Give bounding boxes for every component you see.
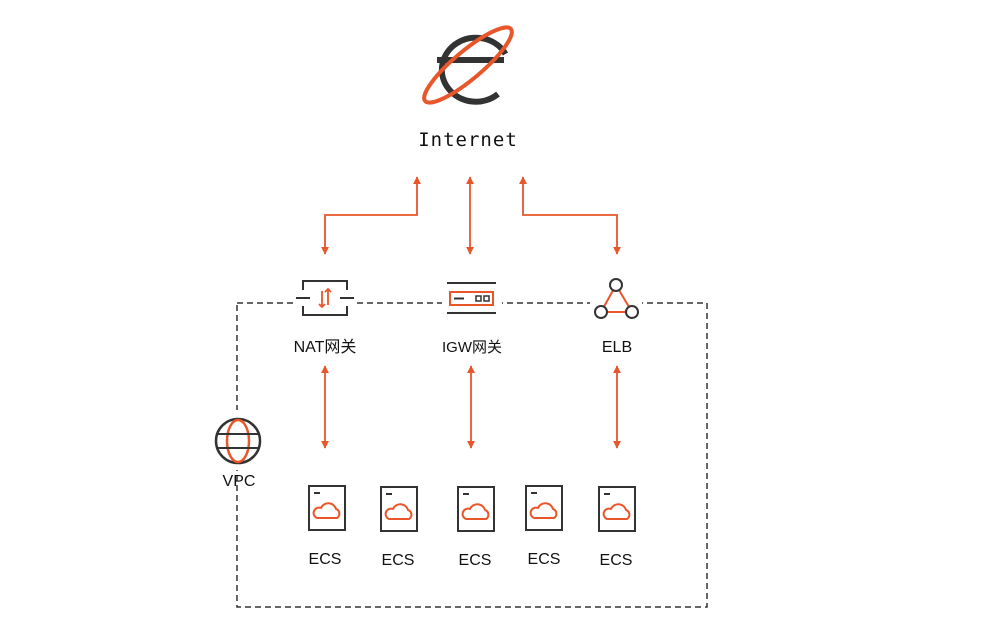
igw-gateway-label: IGW网关 bbox=[442, 339, 502, 356]
vpc-label: VPC bbox=[222, 473, 256, 490]
connector-internet-elb bbox=[519, 176, 621, 255]
vpc-boundary bbox=[236, 302, 708, 608]
server-cloud-icon bbox=[380, 486, 418, 532]
ecs-label: ECS bbox=[527, 551, 561, 568]
elb-label: ELB bbox=[601, 339, 633, 356]
server-cloud-icon bbox=[457, 486, 495, 532]
connector-internet-nat bbox=[321, 176, 421, 255]
internet-label: Internet bbox=[418, 129, 518, 151]
igw-gateway-icon bbox=[447, 282, 496, 314]
server-cloud-icon bbox=[525, 485, 563, 531]
globe-icon bbox=[214, 417, 262, 465]
ecs-icon-group bbox=[308, 485, 636, 532]
ecs-label: ECS bbox=[458, 552, 492, 569]
internet-explorer-e-icon bbox=[422, 25, 514, 105]
load-balancer-icon bbox=[594, 278, 639, 319]
nat-gateway-label: NAT网关 bbox=[293, 339, 357, 356]
ecs-label: ECS bbox=[308, 551, 342, 568]
nat-gateway-icon bbox=[296, 280, 354, 316]
ecs-label: ECS bbox=[381, 552, 415, 569]
ecs-label: ECS bbox=[599, 552, 633, 569]
server-cloud-icon bbox=[308, 485, 346, 531]
server-cloud-icon bbox=[598, 486, 636, 532]
